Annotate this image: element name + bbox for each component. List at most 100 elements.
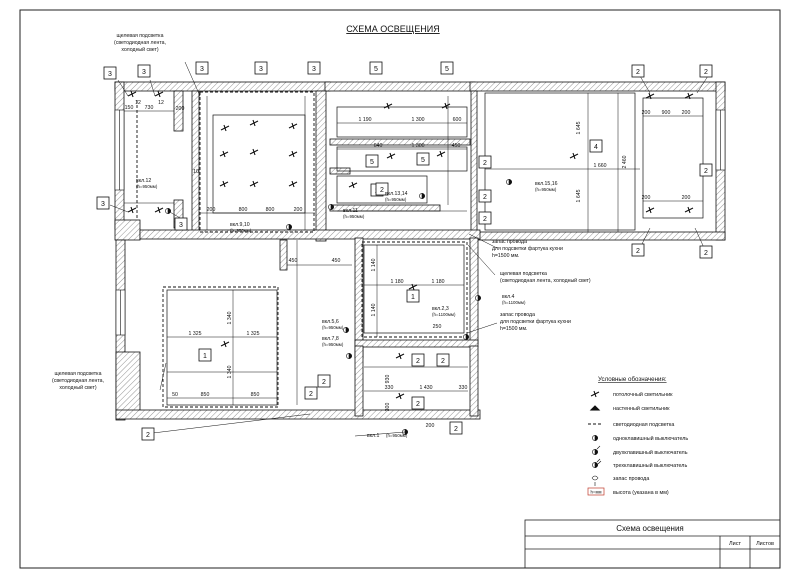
title-block xyxy=(524,519,781,569)
svg-text:330: 330 xyxy=(385,385,394,391)
svg-text:(h=950мм): (h=950мм) xyxy=(535,187,557,192)
svg-text:2: 2 xyxy=(454,426,458,433)
svg-text:(h=950мм): (h=950мм) xyxy=(343,214,365,219)
ceiling-light-icon xyxy=(249,148,259,156)
windows xyxy=(114,109,726,336)
svg-text:вкл.11: вкл.11 xyxy=(343,208,358,214)
ceiling-light-icon xyxy=(386,152,396,160)
ceiling-light-icon xyxy=(154,90,164,98)
ceiling-lights xyxy=(127,90,694,400)
svg-text:вкл.9,10: вкл.9,10 xyxy=(230,222,250,228)
svg-text:h=1500 мм.: h=1500 мм. xyxy=(492,253,519,259)
ceiling-light-icon xyxy=(395,392,405,400)
triple-switch-icon xyxy=(592,458,602,468)
strip-note-right: щелевая подсветка (светодиодная лента, х… xyxy=(500,271,591,284)
svg-text:холодный свет): холодный свет) xyxy=(59,384,97,391)
svg-text:h=1500 мм.: h=1500 мм. xyxy=(500,326,527,332)
tag: 2 xyxy=(478,211,492,225)
svg-text:щелевая подсветка: щелевая подсветка xyxy=(500,271,547,277)
ceiling-light-icon xyxy=(684,206,694,214)
svg-text:2: 2 xyxy=(704,69,708,76)
tag: 2 xyxy=(631,64,645,78)
svg-text:2: 2 xyxy=(704,168,708,175)
svg-text:3: 3 xyxy=(142,69,146,76)
svg-text:запас провода: запас провода xyxy=(613,476,649,482)
svg-text:3: 3 xyxy=(200,66,204,73)
svg-text:850: 850 xyxy=(251,392,260,398)
svg-text:h=мм: h=мм xyxy=(590,490,601,495)
svg-text:2: 2 xyxy=(380,187,384,194)
svg-text:450: 450 xyxy=(452,143,461,149)
ceiling-light-icon xyxy=(569,152,579,160)
svg-text:светодиодная подсветка: светодиодная подсветка xyxy=(613,422,674,428)
ceiling-light-icon xyxy=(127,90,137,98)
svg-text:200: 200 xyxy=(294,207,303,213)
svg-text:200: 200 xyxy=(207,207,216,213)
led-strips xyxy=(136,91,468,408)
svg-text:1 300: 1 300 xyxy=(412,143,425,149)
svg-text:(h=950мм): (h=950мм) xyxy=(230,228,252,233)
svg-text:450: 450 xyxy=(289,258,298,264)
svg-text:640: 640 xyxy=(374,143,383,149)
svg-text:1 645: 1 645 xyxy=(576,189,582,202)
svg-text:1 140: 1 140 xyxy=(371,303,377,316)
svg-text:200: 200 xyxy=(176,106,185,112)
tag: 2 xyxy=(375,182,389,196)
svg-text:одноклавишный выключатель: одноклавишный выключатель xyxy=(613,435,688,442)
ceiling-light-icon xyxy=(436,150,446,158)
svg-text:3: 3 xyxy=(108,71,112,78)
tag: 2 xyxy=(699,163,713,177)
svg-text:2: 2 xyxy=(636,69,640,76)
ceiling-light-icon xyxy=(590,390,600,398)
svg-text:5: 5 xyxy=(374,66,378,73)
svg-text:1 340: 1 340 xyxy=(227,365,233,378)
svg-text:450: 450 xyxy=(332,258,341,264)
svg-text:для подсветки фартука кухни: для подсветки фартука кухни xyxy=(500,319,571,325)
stamp-sheet: Лист xyxy=(729,541,741,547)
switch-icon xyxy=(346,353,352,359)
tag: 3 xyxy=(195,61,209,75)
svg-text:(h=1100мм): (h=1100мм) xyxy=(502,300,526,305)
svg-text:200: 200 xyxy=(642,195,651,201)
tag: 2 xyxy=(478,155,492,169)
svg-text:150: 150 xyxy=(125,105,134,111)
sheet-border xyxy=(19,9,781,569)
svg-text:вкл.5,6: вкл.5,6 xyxy=(322,319,339,325)
switch-icon xyxy=(343,327,349,333)
svg-text:(светодиодная лента, холодный: (светодиодная лента, холодный свет) xyxy=(500,277,591,284)
tag: 3 xyxy=(103,66,117,80)
tag: 2 xyxy=(449,421,463,435)
svg-text:вкл.2,3: вкл.2,3 xyxy=(432,306,449,312)
svg-text:800: 800 xyxy=(239,207,248,213)
svg-text:1 300: 1 300 xyxy=(412,117,425,123)
svg-text:(h=950мм): (h=950мм) xyxy=(386,433,408,438)
svg-text:5: 5 xyxy=(445,66,449,73)
dimension-labels: 730 150 12 12 200 10 200 800 800 200 1 1… xyxy=(125,100,691,429)
tag: 3 xyxy=(254,61,268,75)
ceiling-light-icon xyxy=(684,92,694,100)
svg-text:двухклавишный выключатель: двухклавишный выключатель xyxy=(613,449,688,456)
switch-icon xyxy=(463,334,469,340)
svg-text:1 325: 1 325 xyxy=(189,331,202,337)
tag: 3 xyxy=(137,64,151,78)
tag: 2 xyxy=(478,189,492,203)
ceiling-light-icon xyxy=(219,180,229,188)
svg-text:для подсветки фартука кухни: для подсветки фартука кухни xyxy=(492,246,563,252)
svg-text:200: 200 xyxy=(642,110,651,116)
svg-text:4: 4 xyxy=(594,144,598,151)
svg-text:1: 1 xyxy=(411,294,415,301)
ceiling-light-icon xyxy=(395,352,405,360)
svg-text:10: 10 xyxy=(193,169,199,175)
svg-text:600: 600 xyxy=(453,117,462,123)
tag: 2 xyxy=(699,245,713,259)
switch-icon xyxy=(475,295,481,301)
strip-note-top: щелевая подсветка (светодиодная лента, х… xyxy=(114,33,166,53)
tag: 1 xyxy=(406,289,420,303)
svg-text:высота (указана в мм): высота (указана в мм) xyxy=(613,490,669,496)
wire-reserve-icon xyxy=(591,475,599,486)
svg-text:300: 300 xyxy=(385,403,391,412)
wire-note-2: запас провода для подсветки фартука кухн… xyxy=(500,312,571,332)
ceiling-light-icon xyxy=(249,180,259,188)
tag: 5 xyxy=(369,61,383,75)
svg-text:вкл.12: вкл.12 xyxy=(136,178,151,184)
